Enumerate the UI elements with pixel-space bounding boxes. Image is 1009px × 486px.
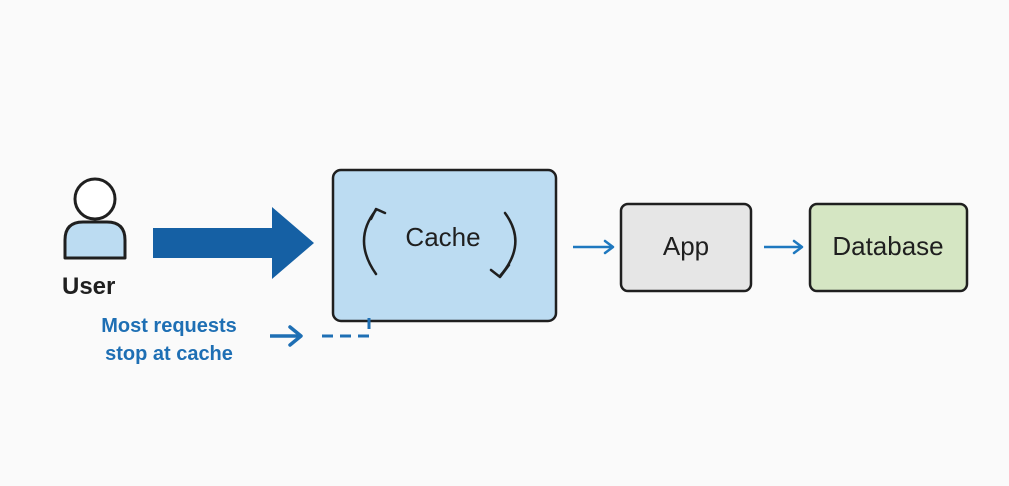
database-box — [808, 202, 969, 293]
user-to-cache-arrow — [153, 207, 314, 279]
app-box — [619, 202, 753, 293]
annotation-line-1: Most requests — [101, 315, 237, 337]
cache-label: Cache — [405, 222, 481, 252]
cache-box — [331, 168, 558, 323]
app-label: App — [662, 231, 710, 261]
cache-to-app-arrow — [573, 239, 615, 255]
cache-hit-annotation: Most requests stop at cache — [80, 312, 258, 368]
person-icon — [63, 177, 127, 260]
annotation-line-2: stop at cache — [105, 343, 233, 365]
cache-hit-return-arrow — [270, 318, 371, 347]
app-to-database-arrow — [764, 239, 804, 255]
user-label: User — [62, 273, 116, 300]
refresh-cycle-icon — [362, 207, 517, 279]
database-label: Database — [832, 231, 944, 261]
